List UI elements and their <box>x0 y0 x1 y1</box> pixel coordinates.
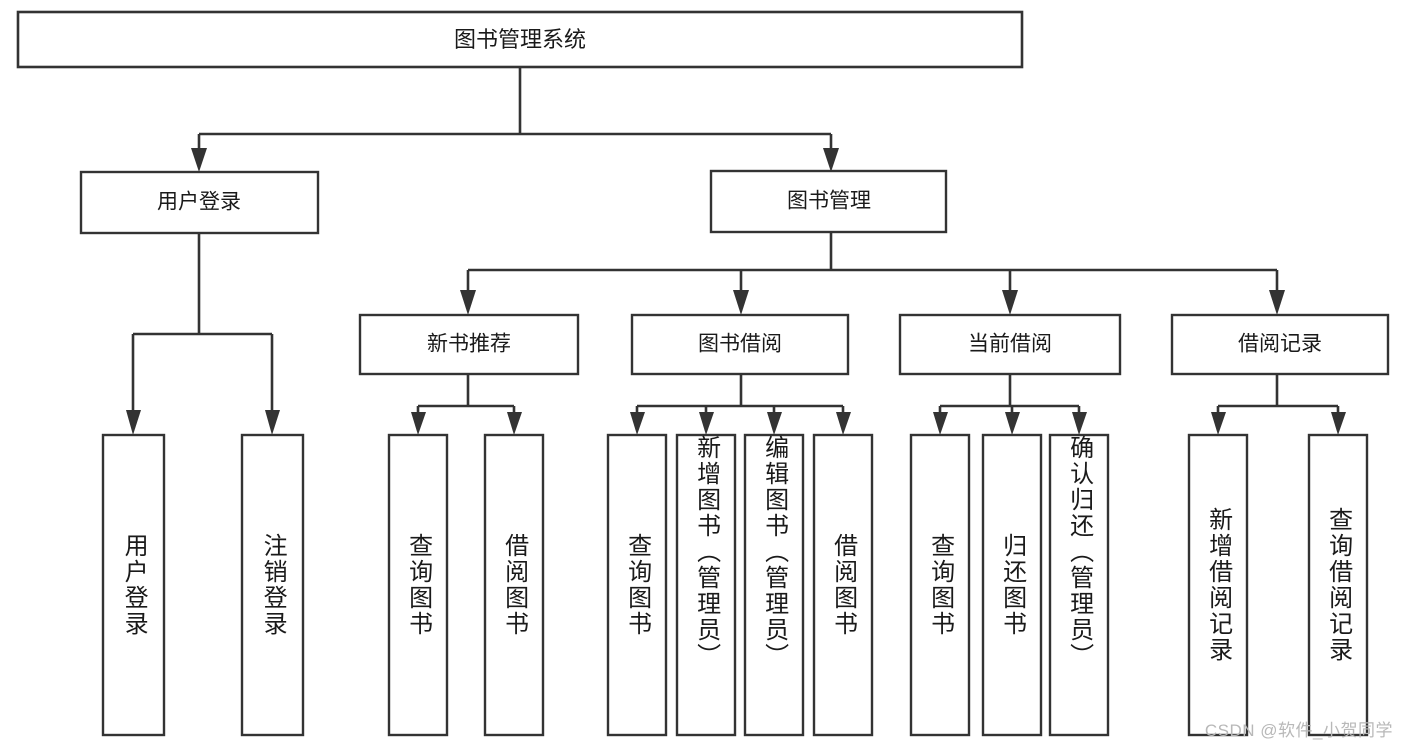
leaf-box-query-record[interactable] <box>1307 433 1369 737</box>
arrow-head-leaf-user-login <box>126 410 141 435</box>
node-new-book-rec-box[interactable] <box>358 313 580 376</box>
leaf-box-return-book[interactable] <box>981 433 1043 737</box>
arrow-head-leaf-add-book <box>699 412 714 435</box>
leaf-box-borrow-book-1[interactable] <box>483 433 545 737</box>
leaf-box-add-book[interactable] <box>675 433 737 737</box>
node-root-box[interactable] <box>16 10 1024 69</box>
arrow-head-leaf-query-book-3 <box>933 412 948 435</box>
node-current-borrow-label: 当前借阅 <box>968 333 1052 356</box>
arrow-head-book-borrow <box>733 290 749 315</box>
node-borrow-record-label: 借阅记录 <box>1238 333 1322 356</box>
node-borrow-record-box[interactable] <box>1170 313 1390 376</box>
arrow-head-book-manage <box>823 148 839 172</box>
node-user-login-box[interactable] <box>79 170 320 235</box>
arrow-head-leaf-query-book-2 <box>630 412 645 435</box>
leaf-box-user-login[interactable] <box>101 433 166 737</box>
leaf-box-query-book-1[interactable] <box>387 433 449 737</box>
node-layer: 图书管理系统 用户登录 图书管理 新书推荐 图书借阅 当前借阅 <box>16 10 1390 376</box>
arrow-head-leaf-borrow-book-2 <box>836 412 851 435</box>
arrow-head-user-login <box>191 148 207 172</box>
node-user-login-label: 用户登录 <box>157 191 241 214</box>
arrow-head-leaf-borrow-book-1 <box>507 412 522 435</box>
node-book-manage-label: 图书管理 <box>787 190 871 213</box>
leaf-box-query-book-3[interactable] <box>909 433 971 737</box>
arrow-head-leaf-query-book-1 <box>411 412 426 435</box>
arrow-head-leaf-add-record <box>1211 412 1226 435</box>
node-new-book-rec[interactable]: 新书推荐 <box>358 313 580 376</box>
arrow-head-current-borrow <box>1002 290 1018 315</box>
node-user-login[interactable]: 用户登录 <box>79 170 320 235</box>
connector-layer <box>126 67 1346 435</box>
arrow-head-leaf-edit-book <box>767 412 782 435</box>
node-current-borrow[interactable]: 当前借阅 <box>898 313 1122 376</box>
leaf-box-add-record[interactable] <box>1187 433 1249 737</box>
leaf-node-layer <box>101 433 1369 737</box>
leaf-box-borrow-book-2[interactable] <box>812 433 874 737</box>
leaf-box-confirm-return[interactable] <box>1048 433 1110 737</box>
arrow-head-leaf-logout <box>265 410 280 435</box>
node-root-label: 图书管理系统 <box>454 27 586 52</box>
arrow-head-new-book-rec <box>460 290 476 315</box>
arrow-head-leaf-return-book <box>1005 412 1020 435</box>
node-book-manage-box[interactable] <box>709 169 948 234</box>
leaf-box-edit-book[interactable] <box>743 433 805 737</box>
node-new-book-rec-label: 新书推荐 <box>427 333 511 356</box>
node-book-borrow-box[interactable] <box>630 313 850 376</box>
leaf-box-logout[interactable] <box>240 433 305 737</box>
node-root[interactable]: 图书管理系统 <box>16 10 1024 69</box>
arrow-head-leaf-confirm-return <box>1072 412 1087 435</box>
node-book-borrow[interactable]: 图书借阅 <box>630 313 850 376</box>
arrow-head-borrow-record <box>1269 290 1285 315</box>
arrow-head-leaf-query-record <box>1331 412 1346 435</box>
node-book-manage[interactable]: 图书管理 <box>709 169 948 234</box>
leaf-box-query-book-2[interactable] <box>606 433 668 737</box>
csdn-watermark: CSDN @软件_小贺同学 <box>1204 721 1393 740</box>
node-current-borrow-box[interactable] <box>898 313 1122 376</box>
node-borrow-record[interactable]: 借阅记录 <box>1170 313 1390 376</box>
node-book-borrow-label: 图书借阅 <box>698 333 782 356</box>
